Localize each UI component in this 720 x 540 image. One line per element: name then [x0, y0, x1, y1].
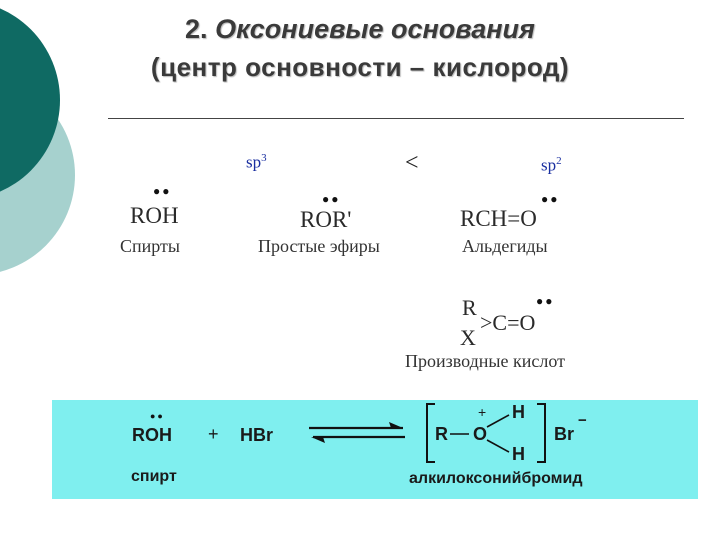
product-charge: +	[478, 404, 487, 420]
decorative-circles	[0, 0, 110, 300]
plus-sign: +	[208, 424, 219, 444]
product-h-top: H	[512, 402, 525, 422]
divider-line	[108, 118, 684, 119]
carbonyl-formula: >C=O	[480, 310, 536, 335]
compound-formula: ROR'	[300, 207, 352, 232]
compound-name: Простые эфиры	[258, 236, 380, 256]
compound-name: Спирты	[120, 236, 180, 256]
comparator-sign: <	[405, 150, 419, 176]
slide-title: 2. Оксониевые основания	[0, 14, 720, 45]
counter-ion: Br	[554, 424, 575, 444]
reaction-panel	[52, 400, 698, 499]
lone-pair-dots: ●●	[541, 192, 560, 206]
equilibrium-arrows	[309, 422, 405, 443]
title-main: Оксониевые основания	[215, 14, 535, 44]
sp2-label: sp2	[541, 155, 562, 175]
reactant-hbr: HBr	[240, 425, 274, 445]
slide-subtitle: (центр основности – кислород)	[150, 52, 570, 82]
substituent-x: X	[460, 325, 476, 350]
product-oxygen: O	[473, 424, 488, 444]
reactant-name: спирт	[131, 468, 177, 485]
lone-pair-dots: ●●	[150, 411, 165, 421]
compound-name: Альдегиды	[462, 236, 548, 256]
title-number: 2.	[185, 14, 208, 44]
reactant-alcohol: ROH	[132, 425, 172, 445]
lone-pair-dots: ●●	[153, 184, 172, 198]
product-brackets	[426, 403, 546, 463]
product-name: алкилоксонийбромид	[409, 470, 583, 487]
counter-ion-charge: −	[578, 412, 587, 429]
lone-pair-dots: ●●	[536, 294, 555, 308]
substituent-r: R	[462, 295, 477, 320]
sp3-label: sp3	[246, 152, 267, 172]
compound-formula: RCH=O	[460, 206, 537, 231]
lone-pair-dots: ●●	[322, 192, 341, 206]
compound-formula: ROH	[130, 203, 179, 228]
product-r: R	[435, 424, 448, 444]
product-h-bottom: H	[512, 444, 525, 464]
acid-derivative-name: Производные кислот	[405, 351, 565, 371]
